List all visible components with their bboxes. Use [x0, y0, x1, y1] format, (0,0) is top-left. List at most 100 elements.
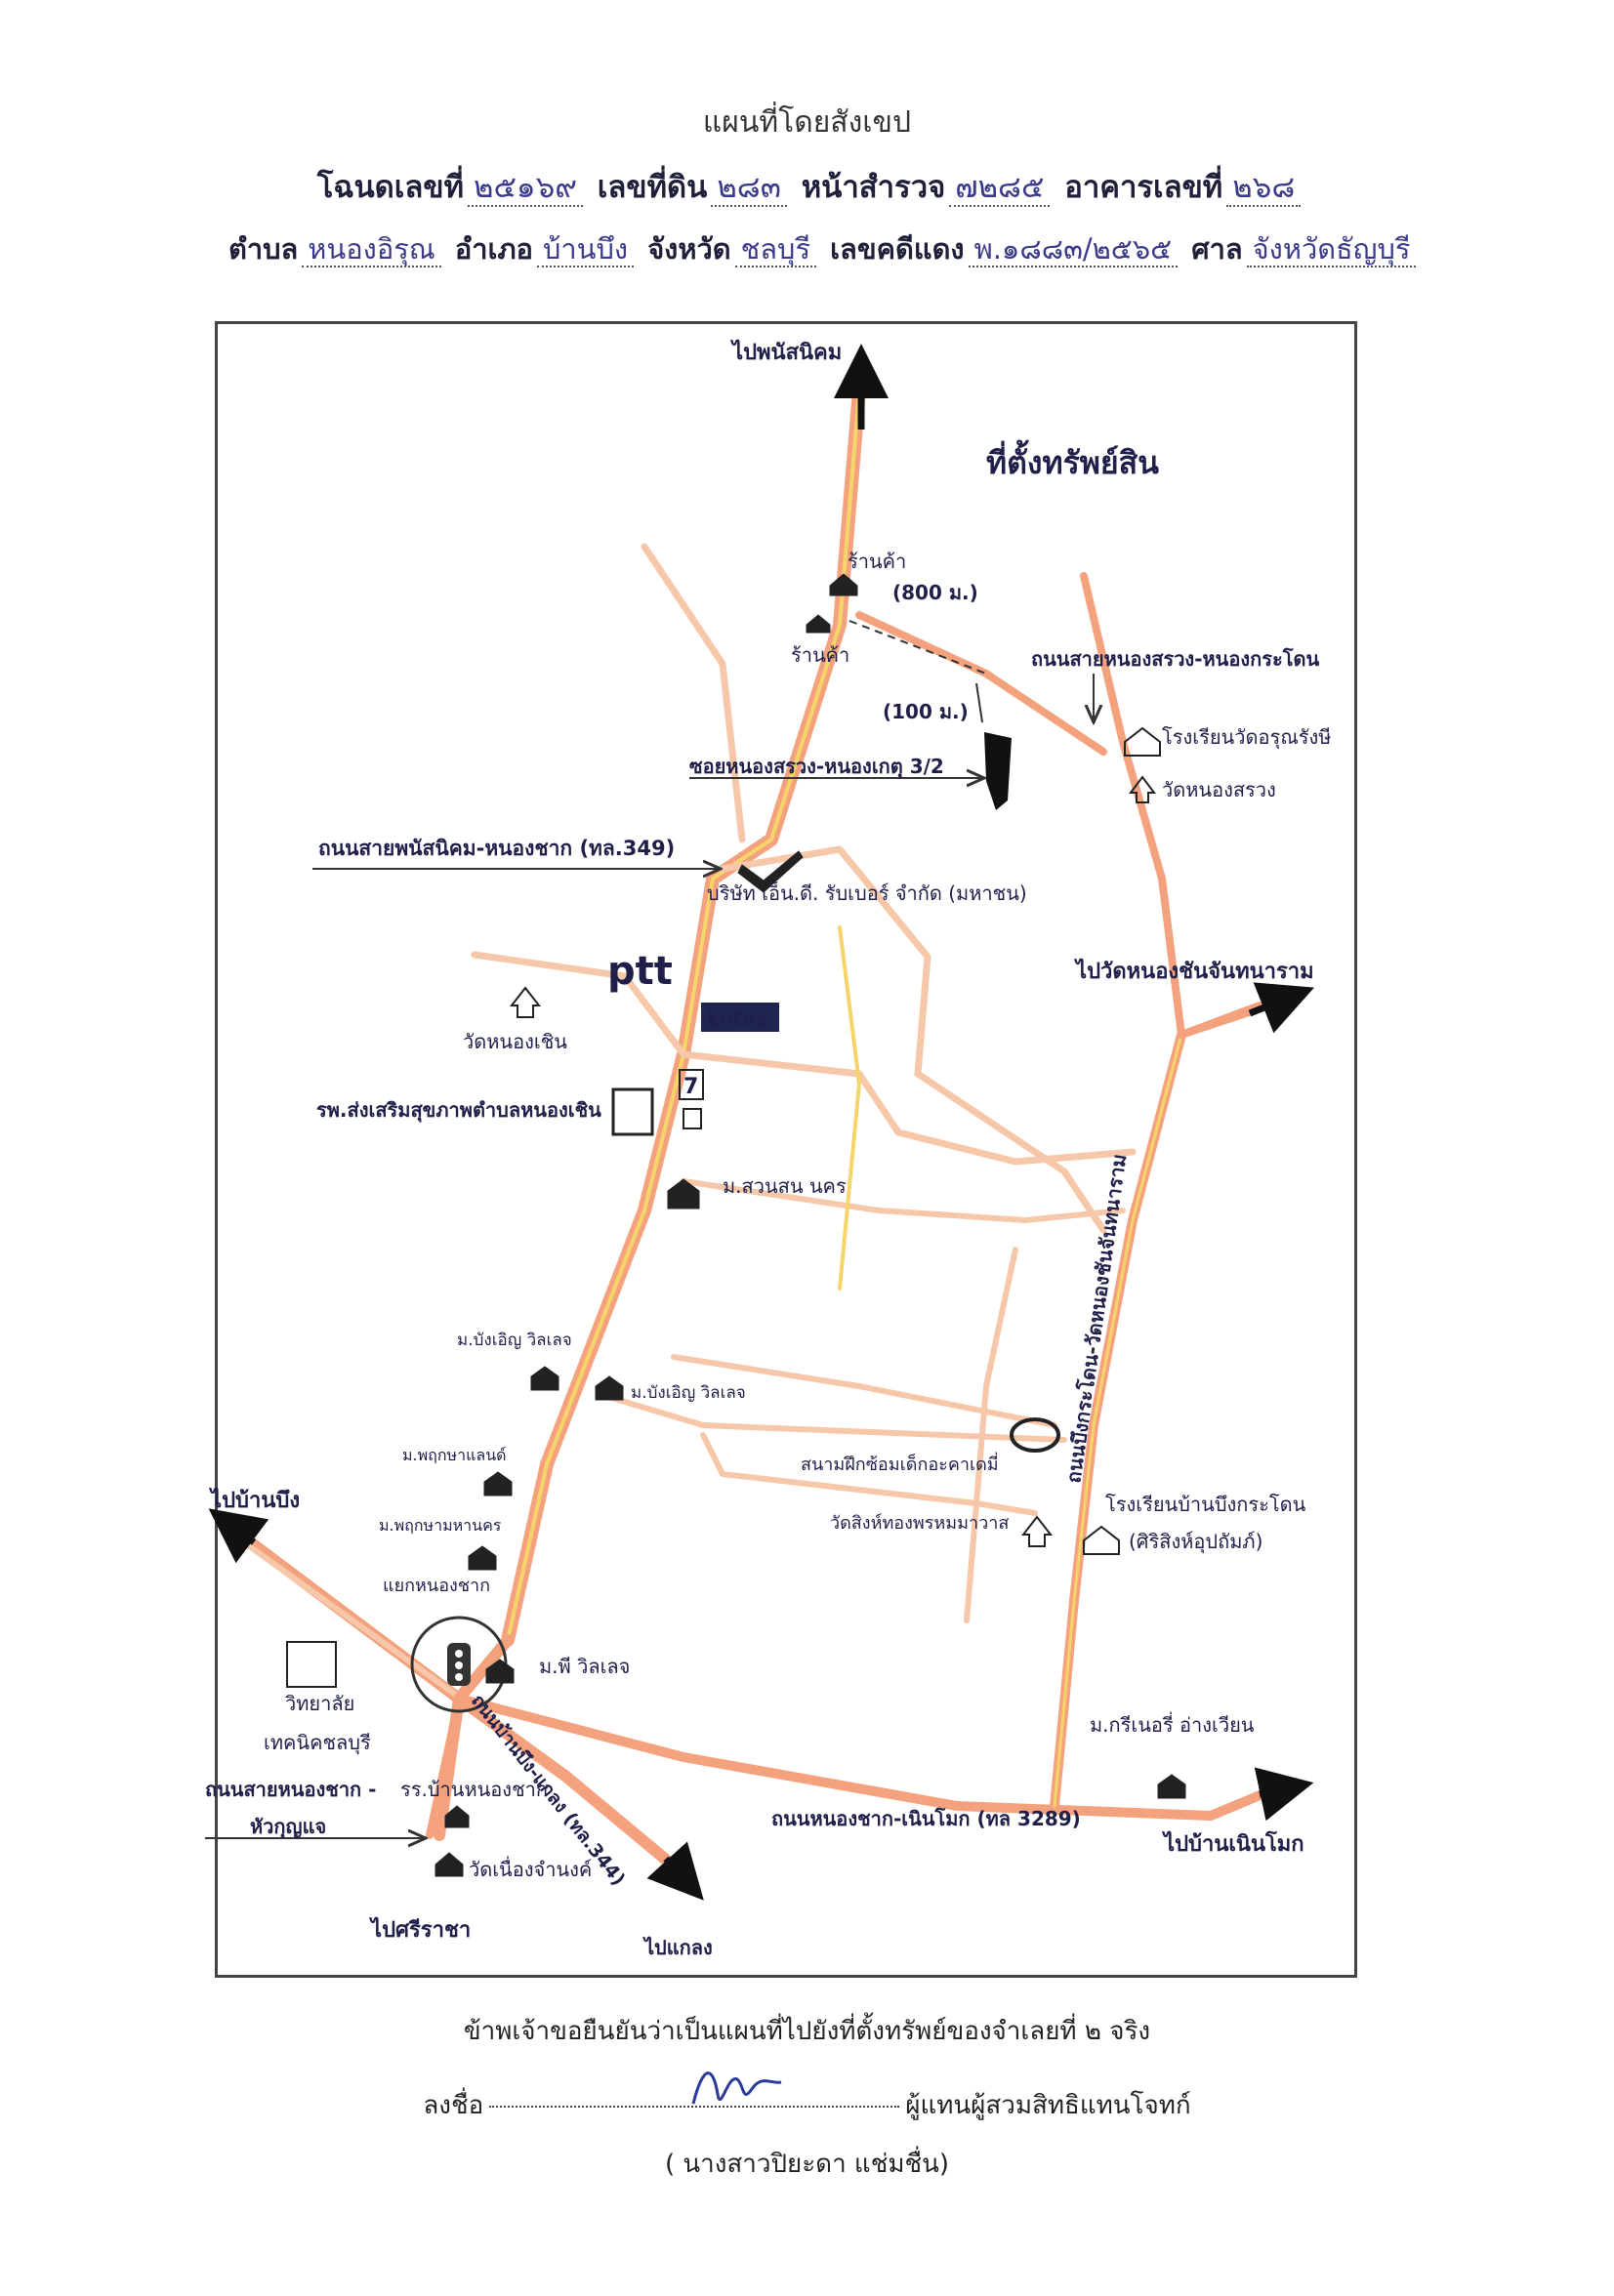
label-property-title: ที่ตั้งทรัพย์สิน: [986, 439, 1159, 481]
label-school-bangkradon: โรงเรียนบ้านบึงกระโดน: [1105, 1493, 1306, 1516]
label-road-huakunjae2: หัวกุญแจ: [250, 1815, 326, 1839]
traffic-light-dot-1: [455, 1650, 463, 1658]
sign-label: ลงชื่อ: [423, 2091, 484, 2120]
label-soi-nongket: ซอยหนองสรวง-หนองเกตุ 3/2: [689, 755, 944, 779]
label-shop-top: ร้านค้า: [848, 550, 906, 573]
land-number: ๒๘๓: [711, 170, 787, 207]
deed-info-line: โฉนดเลขที่๒๕๑๖๙ เลขที่ดิน๒๘๓ หน้าสำรวจ๗๒…: [0, 162, 1614, 211]
road-main-north: [501, 384, 866, 1647]
label-dist-800: (800 ม.): [892, 581, 978, 604]
traffic-light-dot-3: [455, 1673, 463, 1681]
deed-number: ๒๕๑๖๙: [468, 170, 583, 207]
wat-nongsuang-icon: [1129, 775, 1156, 803]
label-road-349: ถนนสายพนัสนิคม-หนองชาก (ทล.349): [318, 837, 675, 860]
arrow-to-klaeng: [646, 1841, 704, 1901]
suansan-icon: [667, 1178, 700, 1210]
label-shop-bottom: ร้านค้า: [791, 643, 849, 667]
pointer-dist-800: [848, 620, 987, 675]
road-main-north-core: [506, 389, 861, 1642]
road-nongsuang: [855, 611, 1107, 756]
road-3289: [454, 1694, 1274, 1821]
label-pruksa-land: ม.พฤกษาแลนด์: [402, 1446, 507, 1464]
road-internal-2: [471, 951, 1137, 1166]
road-to-wat-nongkhanchan: [1178, 1002, 1263, 1039]
wat-nongchern-icon: [509, 986, 542, 1018]
bangern1-icon: [530, 1366, 559, 1391]
shop-bottom-icon: [806, 614, 831, 634]
label-green-ang: ม.กรีเนอรี่ อ่างเวียน: [1090, 1711, 1255, 1737]
label-school-nongchak: รร.บ้านหนองชาก: [400, 1778, 548, 1801]
label-seven: 7: [683, 1075, 698, 1099]
wat-nueang-icon: [435, 1852, 464, 1877]
arrow-to-banbueng: [208, 1508, 269, 1564]
court-label: ศาล: [1191, 232, 1243, 266]
road-huakunjae: [426, 1695, 463, 1839]
green-ang-icon: [1157, 1774, 1186, 1799]
label-to-sriracha: ไปศรีราชา: [369, 1916, 471, 1943]
label-wat-nueang: วัดเนื่องจำนงค์: [469, 1856, 592, 1881]
label-company: บริษัท เอ็น.ดี. รับเบอร์ จำกัด (มหาชน): [707, 881, 1027, 905]
case-number: พ.๑๘๘๓/๒๕๖๕: [968, 232, 1179, 267]
wat-singthong-icon: [1020, 1515, 1054, 1547]
road-internal-6: [700, 1432, 1038, 1516]
pruksa-land-icon: [483, 1471, 513, 1496]
shop-top-icon: [829, 573, 858, 596]
label-wat-nongchern: วัดหนองเชิน: [463, 1030, 567, 1053]
signature-row: ลงชื่อ ผู้แทนผู้สวมสิทธิแทนโจทก์: [0, 2085, 1614, 2125]
label-wat-nongsuang: วัดหนองสรวง: [1162, 778, 1276, 801]
label-college1: วิทยาลัย: [285, 1692, 354, 1715]
deed-label: โฉนดเลขที่: [316, 170, 465, 205]
label-suansan: ม.สวนสน นคร: [723, 1174, 847, 1198]
seven-eleven-icon: [679, 1069, 704, 1100]
label-college2: เทคนิคชลบุรี: [264, 1731, 371, 1755]
label-academy: สนามฝึกซ้อมเด็กอะคาเดมี่: [801, 1452, 999, 1475]
label-road-nongsuang: ถนนสายหนองสรวง-หนองกระโดน: [1031, 647, 1319, 671]
road-internal-8: [838, 925, 861, 1291]
signer-name: ( นางสาวปิยะดา แช่มชื่น): [664, 2150, 950, 2179]
map-frame: [215, 321, 1357, 1978]
building-number: ๒๖๘: [1226, 170, 1302, 207]
label-to-wat-nongkhanchan: ไปวัดหนองชันจันทนาราม: [1074, 958, 1314, 984]
p-village-icon: [485, 1659, 515, 1684]
road-to-banbueng-2: [241, 1539, 491, 1721]
school-nongchak-icon: [444, 1805, 470, 1828]
land-label: เลขที่ดิน: [597, 170, 708, 205]
pointer-dist-100: [975, 682, 983, 723]
direction-arrows: [205, 344, 1314, 1901]
pruksa-mahanakorn-icon: [468, 1545, 497, 1571]
label-road-3289: ถนนหนองชาก-เนินโมก (ทล 3289): [771, 1807, 1081, 1830]
road-left-top: [641, 543, 746, 843]
label-school-bangkradon-sub: (ศิริสิงห์อุปถัมภ์): [1129, 1530, 1262, 1554]
road-344: [453, 1693, 689, 1880]
label-road-huakunjae1: ถนนสายหนองชาก -: [205, 1778, 376, 1801]
location-info-line: ตำบลหนองอิรุณ อำเภอบ้านบึง จังหวัดชลบุรี…: [225, 226, 1417, 271]
province-label: จังหวัด: [647, 232, 731, 266]
label-pruksa-mahanakorn: ม.พฤกษามหานคร: [379, 1516, 502, 1535]
confirmation-text: ข้าพเจ้าขอยืนยันว่าเป็นแผนที่ไปยังที่ตั้…: [463, 2017, 1151, 2046]
health-center-icon: [611, 1087, 654, 1136]
label-to-klaeng: ไปแกลง: [642, 1936, 713, 1959]
property-parcel: [984, 732, 1012, 810]
label-to-noenmok: ไปบ้านเนินโมก: [1162, 1830, 1304, 1857]
bangern2-icon: [595, 1375, 624, 1401]
signature-line: [489, 2106, 900, 2108]
district-label: อำเภอ: [454, 232, 533, 266]
traffic-light-dot-2: [455, 1661, 463, 1669]
label-intersection: แยกหนองชาก: [383, 1576, 490, 1596]
signer-role: ผู้แทนผู้สวมสิทธิแทนโจทก์: [905, 2091, 1191, 2120]
school-bangkradon-icon: [1083, 1525, 1120, 1555]
roads: [219, 384, 1274, 1880]
map-title: แผนที่โดยสังเขป: [702, 105, 912, 140]
subdistrict-value: หนองอิรุณ: [302, 232, 441, 267]
subdistrict-label: ตำบล: [228, 232, 299, 266]
road-internal-7: [964, 1247, 1018, 1623]
gas-station-icon: [683, 1108, 702, 1129]
school-watarun-icon: [1124, 726, 1161, 757]
label-wat-singthong: วัดสิงห์ทองพรหมมาวาส: [830, 1513, 1009, 1534]
survey-number: ๗๒๘๕: [949, 170, 1051, 207]
province-value: ชลบุรี: [734, 232, 817, 267]
label-health-center: รพ.ส่งเสริมสุขภาพตำบลหนองเชิน: [316, 1098, 601, 1123]
road-internal-5: [602, 1393, 1067, 1443]
map-labels: ไปพนัสนิคม ที่ตั้งทรัพย์สิน ร้านค้า (800…: [205, 339, 1331, 1959]
